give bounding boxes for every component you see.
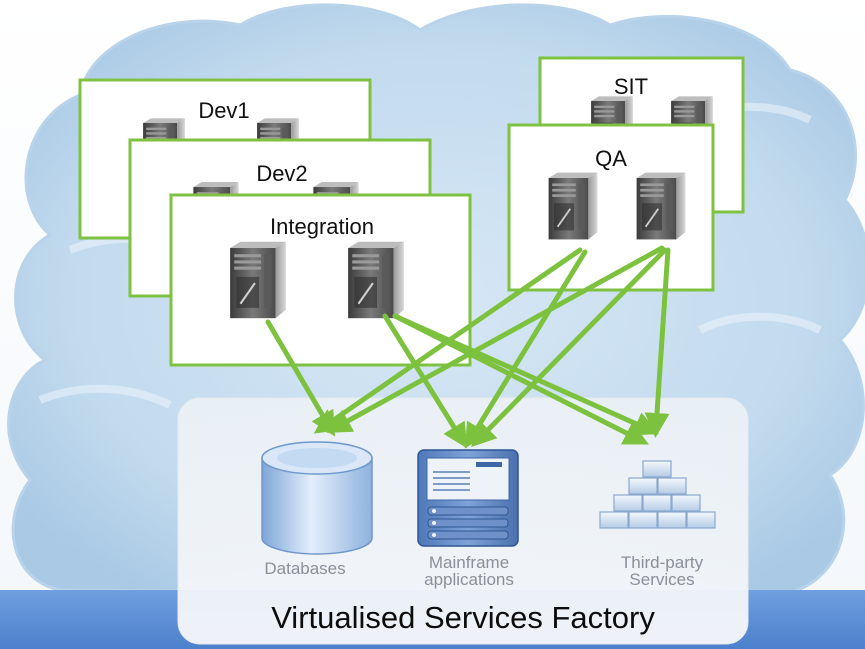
env-label-integration: Integration <box>270 214 374 239</box>
env-label-dev1: Dev1 <box>198 98 249 123</box>
label-thirdparty-line2: Services <box>629 570 694 589</box>
mainframe-icon[interactable] <box>417 449 519 547</box>
arrow-qa-to-databases-2 <box>326 245 665 433</box>
env-label-sit: SIT <box>614 74 648 99</box>
env-box-qa[interactable]: QA <box>507 123 715 292</box>
arrow-qa2-to-mainframe <box>470 247 668 448</box>
factory-title: Virtualised Services Factory <box>271 600 655 635</box>
env-box-integration[interactable]: Integration <box>169 193 472 367</box>
arrows <box>265 245 671 449</box>
thirdparty-icon[interactable] <box>599 460 716 529</box>
server-icon <box>229 240 287 320</box>
server-icon <box>635 171 687 241</box>
label-thirdparty-line1: Third-party <box>621 553 704 572</box>
label-databases: Databases <box>264 559 345 578</box>
arrow-qa-to-thirdparty <box>644 247 671 438</box>
label-mainframe-line1: Mainframe <box>429 553 509 572</box>
env-label-dev2: Dev2 <box>256 161 307 186</box>
database-icon[interactable] <box>261 441 373 555</box>
env-label-qa: QA <box>595 146 627 171</box>
arrow-integration-to-thirdparty-2 <box>392 313 660 436</box>
arrow-qa-to-mainframe <box>464 249 588 449</box>
label-mainframe-line2: applications <box>424 570 514 589</box>
server-icon <box>547 171 599 241</box>
arrow-qa-to-databases-1 <box>313 247 583 434</box>
server-icon <box>347 240 405 320</box>
